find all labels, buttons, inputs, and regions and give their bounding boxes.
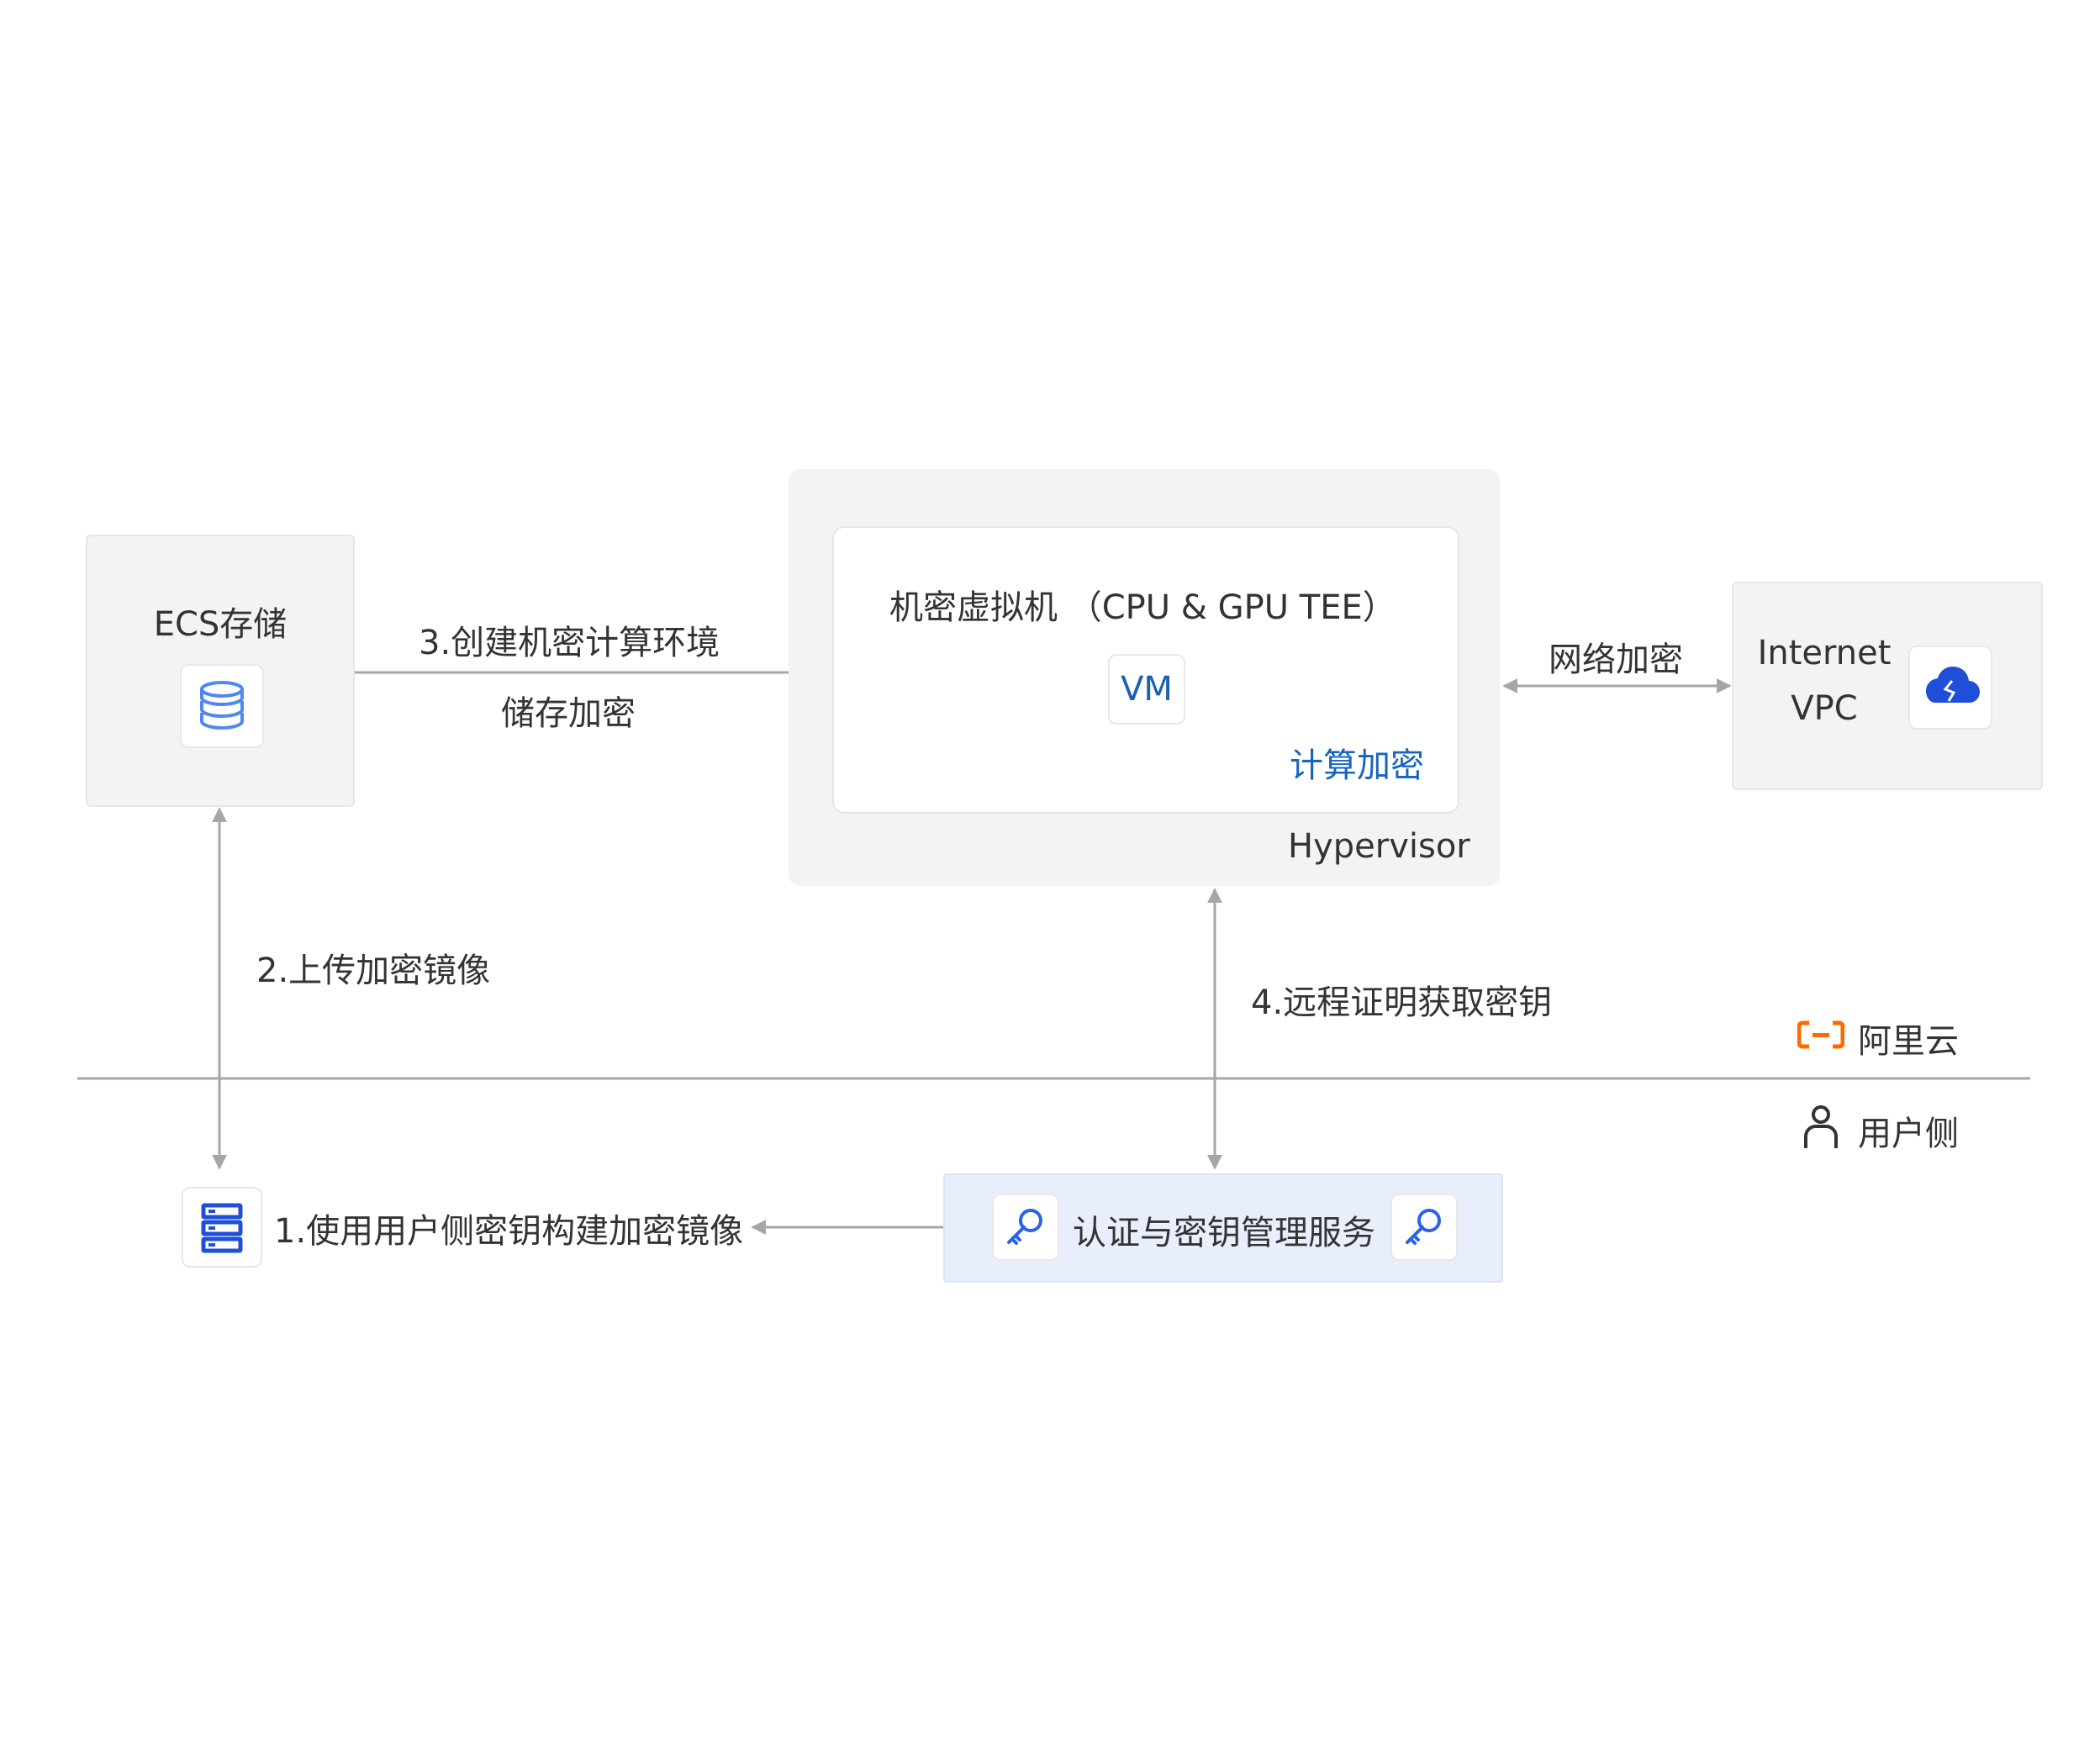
- key-icon: [992, 1194, 1059, 1261]
- kms-box: 认证与密钥管理服务: [943, 1173, 1503, 1283]
- step1-label: 1.使用用户侧密钥构建加密镜像: [274, 1212, 744, 1251]
- vm-box-title: 机密虚拟机 （CPU & GPU TEE）: [889, 588, 1396, 627]
- vm-badge: VM: [1108, 654, 1185, 725]
- key-icon: [1390, 1194, 1458, 1261]
- kms-label: 认证与密钥管理服务: [1073, 1214, 1375, 1252]
- hypervisor-label: Hypervisor: [1288, 827, 1470, 866]
- ecs-title: ECS存储: [153, 605, 288, 644]
- aliyun-label: 阿里云: [1858, 1022, 1959, 1061]
- step3-label: 3.创建机密计算环境: [419, 624, 720, 662]
- aliyun-logo-icon: [1797, 1020, 1845, 1049]
- internet-vpc-box: Internet VPC: [1732, 582, 2043, 790]
- ecs-storage-box: ECS存储: [86, 535, 355, 807]
- server-icon: [182, 1187, 262, 1268]
- cloud-icon: [1908, 646, 1992, 730]
- hypervisor-box: 机密虚拟机 （CPU & GPU TEE） VM 计算加密 Hypervisor: [789, 469, 1500, 886]
- storage-encryption-label: 储存加密: [501, 694, 636, 733]
- compute-encryption-label: 计算加密: [1290, 746, 1424, 785]
- step4-label: 4.远程证明获取密钥: [1251, 983, 1553, 1022]
- user-icon: [1802, 1103, 1839, 1150]
- network-encryption-label: 网络加密: [1549, 641, 1683, 679]
- confidential-vm-box: 机密虚拟机 （CPU & GPU TEE） VM 计算加密: [832, 526, 1459, 814]
- step2-label: 2.上传加密镜像: [256, 952, 491, 990]
- vpc-label: VPC: [1791, 689, 1858, 728]
- user-side-label: 用户侧: [1858, 1115, 1959, 1153]
- internet-label: Internet: [1757, 634, 1892, 672]
- database-icon: [180, 664, 264, 748]
